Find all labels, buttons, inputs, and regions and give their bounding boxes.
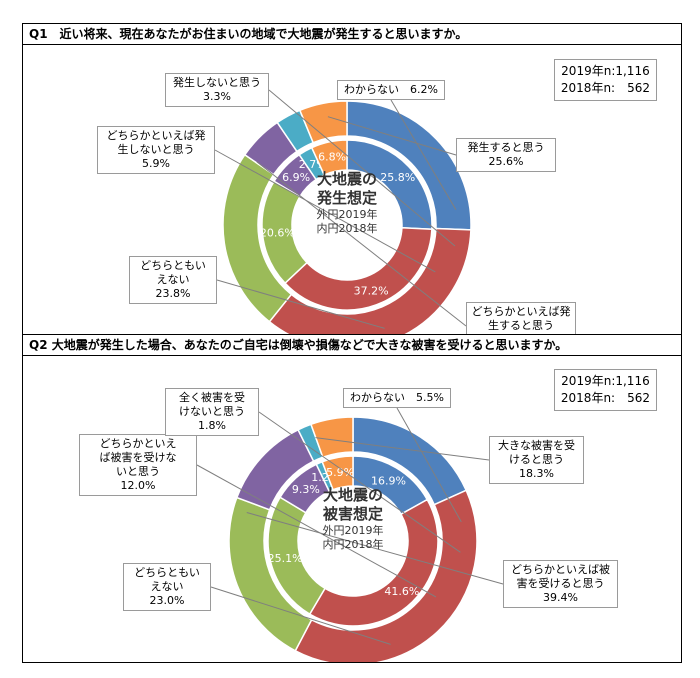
callout-line: どちらかといえば被: [511, 563, 610, 576]
callout-line: 害を受けると思う: [516, 577, 605, 590]
callout-line: いと思う: [116, 465, 160, 478]
callout-line: わからない 6.2%: [344, 83, 438, 96]
inner-slice-label: 6.9%: [282, 171, 310, 184]
callout-line: どちらかといえば発: [471, 305, 571, 318]
chart-title: Q2 大地震が発生した場合、あなたのご自宅は倒壊や損傷などで大きな被害を受けると…: [23, 335, 681, 356]
callout-line: けると思う: [509, 453, 564, 466]
callout-line: 1.8%: [198, 419, 226, 432]
center-sub-line: 内円2018年: [322, 538, 384, 551]
callout-leader-line: [315, 437, 490, 461]
callout-line: けないと思う: [179, 405, 245, 418]
callout-line: 18.3%: [519, 467, 554, 480]
donut-center-label: 大地震の 発生想定 外円2019年 内円2018年: [287, 170, 407, 236]
center-title-line: 大地震の: [316, 170, 377, 188]
callout-line: 23.8%: [155, 287, 191, 300]
center-sub-line: 外円2019年: [322, 524, 384, 537]
inner-slice-label: 5.9%: [326, 466, 354, 479]
center-title-line: 大地震の: [322, 486, 383, 504]
callout-label: わからない 5.5%: [343, 388, 451, 408]
callout-line: 12.0%: [120, 479, 156, 492]
callout-leader-line: [390, 99, 457, 210]
callout-line: えない: [156, 273, 190, 286]
sample-size-box: 2019年n:1,116 2018年n: 562: [553, 369, 657, 411]
callout-line: えない: [150, 580, 184, 593]
callout-leader-line: [256, 161, 467, 327]
callout-leader-line: [210, 586, 391, 645]
inner-slice-label: 25.8%: [380, 171, 415, 184]
callout-line: 5.9%: [142, 157, 170, 170]
center-sub-line: 内円2018年: [316, 222, 378, 235]
chart-panel-q1: Q1 近い将来、現在あなたがお住まいの地域で大地震が発生すると思いますか。 25…: [22, 23, 682, 350]
sample-size-box: 2019年n:1,116 2018年n: 562: [553, 59, 657, 101]
outer-ring-slice: [298, 100, 348, 144]
callout-leader-line: [396, 407, 462, 523]
callout-leader-line: [327, 116, 457, 156]
callout-leader-line: [214, 149, 436, 273]
inner-slice-label: 20.6%: [260, 226, 295, 239]
callout-line: 3.3%: [203, 90, 231, 103]
callout-line: 生しないと思う: [117, 143, 195, 156]
chart-title: Q1 近い将来、現在あなたがお住まいの地域で大地震が発生すると思いますか。: [23, 24, 681, 45]
callout-line: 大きな被害を受: [498, 439, 575, 452]
callout-line: どちらかといえば発: [106, 129, 206, 142]
inner-ring-slice: [283, 226, 433, 311]
callout-line: 25.6%: [488, 155, 524, 168]
callout-line: どちらともい: [140, 259, 206, 272]
center-title-line: 発生想定: [316, 189, 377, 207]
callout-line: どちらともい: [134, 566, 200, 579]
chart-panel-q2: Q2 大地震が発生した場合、あなたのご自宅は倒壊や損傷などで大きな被害を受けると…: [22, 334, 682, 663]
inner-slice-label: 37.2%: [354, 285, 389, 298]
callout-line: 生すると思う: [488, 319, 554, 332]
inner-slice-label: 9.3%: [292, 483, 320, 496]
outer-ring-slice: [310, 416, 354, 459]
sample-size-2019: 2019年n:1,116: [561, 374, 650, 388]
inner-ring-slice: [321, 455, 354, 491]
inner-slice-label: 41.6%: [384, 585, 419, 598]
callout-line: どちらかといえ: [99, 437, 177, 450]
callout-leader-line: [268, 89, 456, 247]
callout-line: 23.0%: [149, 594, 185, 607]
sample-size-2018: 2018年n: 562: [560, 391, 650, 405]
callout-leader-line: [196, 464, 437, 598]
callout-line: ば被害を受けな: [99, 451, 177, 464]
callout-line: 39.4%: [543, 591, 578, 604]
callout-line: 全く被害を受: [179, 391, 245, 404]
center-sub-line: 外円2019年: [316, 208, 378, 221]
callout-leader-line: [246, 512, 504, 585]
callout-line: 発生すると思う: [467, 141, 545, 154]
donut-chart-q2: 16.9%41.6%25.1%9.3%1.2%5.9%: [196, 407, 504, 662]
callout-leader-line: [258, 411, 461, 553]
inner-slice-label: 16.9%: [371, 475, 406, 488]
inner-slice-label: 6.8%: [318, 151, 346, 164]
inner-slice-label: 25.1%: [268, 552, 303, 565]
callout-line: わからない 5.5%: [350, 391, 444, 404]
donut-chart-q1: 25.8%37.2%20.6%6.9%2.7%6.8%: [214, 89, 472, 335]
donut-center-label: 大地震の 被害想定 外円2019年 内円2018年: [293, 486, 413, 552]
callout-line: 発生しないと思う: [173, 76, 261, 89]
sample-size-2019: 2019年n:1,116: [561, 64, 650, 78]
callout-label: わからない 6.2%: [337, 80, 445, 100]
center-title-line: 被害想定: [322, 505, 383, 523]
outer-ring-slice: [294, 489, 478, 662]
callout-leader-line: [216, 279, 385, 329]
sample-size-2018: 2018年n: 562: [560, 81, 650, 95]
